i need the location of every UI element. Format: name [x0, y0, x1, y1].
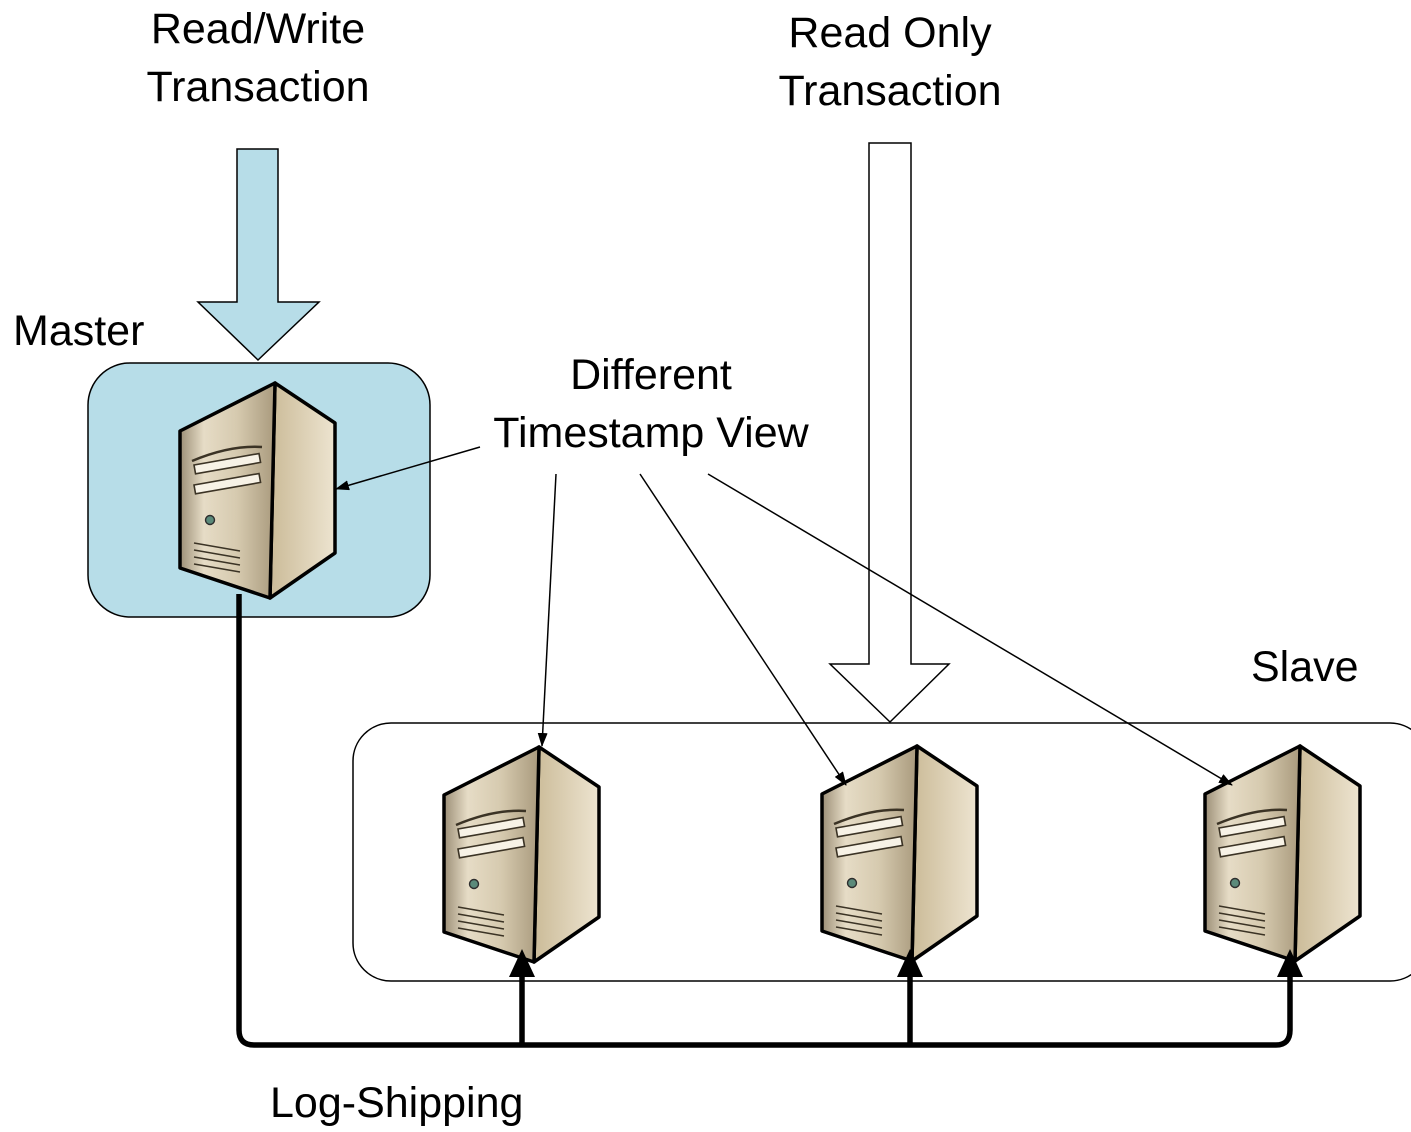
rw-transaction-line2: Transaction: [146, 63, 370, 111]
master-label: Master: [13, 307, 145, 355]
slave-label: Slave: [1251, 643, 1359, 691]
log-shipping-connector: [236, 594, 1303, 1048]
ro-transaction-arrow: [828, 142, 951, 724]
rw-transaction-label: Read/Write Transaction: [118, 0, 398, 116]
timestamp-view-line1: Different: [570, 351, 732, 399]
timestamp-pointers: [335, 446, 1233, 786]
ro-transaction-line1: Read Only: [788, 9, 992, 57]
rw-transaction-arrow: [196, 148, 321, 362]
timestamp-view-label: Different Timestamp View: [470, 346, 832, 462]
rw-transaction-line1: Read/Write: [150, 5, 366, 53]
ro-transaction-line2: Transaction: [778, 67, 1002, 115]
ro-transaction-label: Read Only Transaction: [750, 4, 1030, 120]
timestamp-view-line2: Timestamp View: [493, 409, 809, 457]
log-shipping-label: Log-Shipping: [270, 1079, 524, 1127]
